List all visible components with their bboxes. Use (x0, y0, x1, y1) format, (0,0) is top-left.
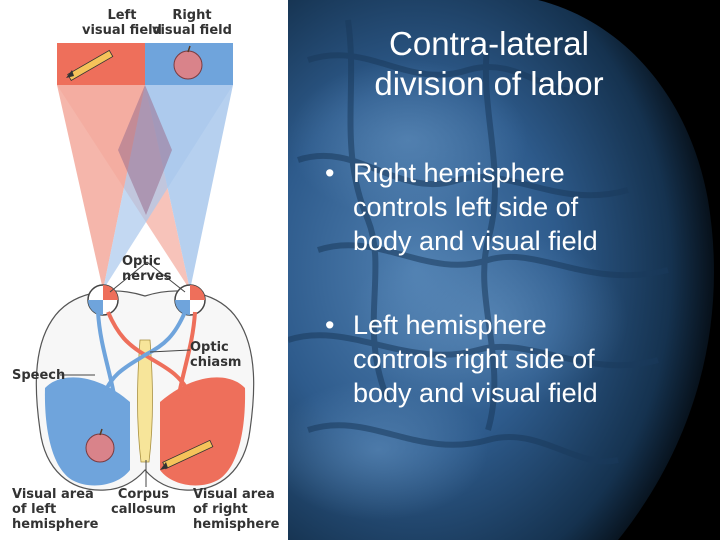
bullet-list: • Right hemisphere controls left side of… (325, 156, 705, 460)
brain-background-image (288, 0, 720, 540)
title-line-1: Contra-lateral (389, 25, 589, 62)
pencil-icon (66, 49, 114, 82)
visual-area-right-label: Visual area of right hemisphere (193, 487, 280, 532)
left-eye-ipsilateral-pathway (96, 311, 117, 401)
apple-icon (85, 428, 115, 463)
apple-icon (173, 45, 203, 80)
left-visual-field-label: Left visual field (82, 8, 162, 38)
left-field-cone-to-right-eye (57, 85, 190, 290)
right-visual-field-label: Right visual field (152, 8, 232, 38)
bullet-glyph: • (325, 310, 335, 340)
corpus-callosum (137, 339, 153, 463)
right-eye-ipsilateral-pathway (176, 311, 197, 401)
bullet-item: • Left hemisphere controls right side of… (325, 310, 598, 408)
visual-pathway-diagram: Left visual field Right visual field Opt… (0, 0, 288, 540)
visual-area-left-label: Visual area of left hemisphere (12, 487, 99, 532)
title-line-2: division of labor (374, 65, 604, 102)
pencil-icon (160, 439, 214, 470)
corpus-callosum-label: Corpus callosum (111, 487, 176, 517)
bullet-glyph: • (325, 158, 335, 188)
diagram-art (35, 43, 255, 491)
slide-title: Contra-lateral division of labor (318, 24, 660, 104)
speech-label: Speech (12, 368, 66, 383)
optic-nerves-label: Optic nerves (122, 254, 172, 284)
right-field-pathway (102, 311, 187, 396)
overlap-region (118, 85, 172, 215)
bullet-item: • Right hemisphere controls left side of… (325, 158, 598, 256)
optic-chiasm-label: Optic chiasm (190, 340, 242, 370)
right-field-cone-to-right-eye (145, 85, 233, 290)
